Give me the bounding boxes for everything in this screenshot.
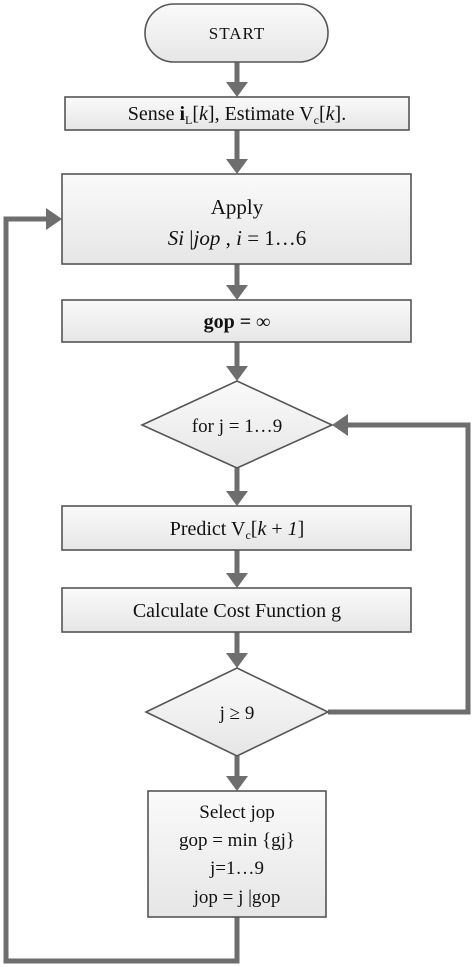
for-loop-decision xyxy=(140,380,334,469)
apply-box xyxy=(61,173,412,265)
start-label: START xyxy=(209,24,265,43)
arrowhead-predict xyxy=(226,491,248,506)
sense-label: Sense iL[k], Estimate Vc[k]. xyxy=(128,103,346,127)
connector-loop-inner xyxy=(328,422,471,715)
select-line-2: gop = min {gj} xyxy=(179,830,295,851)
condition-decision xyxy=(144,667,330,757)
arrowhead-loop-inner xyxy=(332,414,348,436)
apply-label: Apply xyxy=(211,195,264,219)
arrowhead-gop xyxy=(226,285,248,300)
select-line-3: j=1…9 xyxy=(209,858,264,879)
arrowhead-cost xyxy=(226,573,248,588)
arrowhead-select xyxy=(226,776,248,791)
predict-box xyxy=(61,505,412,551)
select-line-1: Select jop xyxy=(199,802,274,823)
arrowhead-apply xyxy=(226,159,248,174)
predict-label: Predict Vc[k + 1] xyxy=(170,518,305,542)
apply-switch-label: Si |jop , i = 1…6 xyxy=(168,226,307,250)
start-terminator xyxy=(144,3,329,63)
for-loop-label: for j = 1…9 xyxy=(192,416,282,437)
cost-box xyxy=(61,587,412,633)
connectors xyxy=(3,62,471,964)
select-line-4: jop = j |gop xyxy=(193,887,281,908)
connector-loop-outer xyxy=(3,216,240,964)
gop-init-label: gop = ∞ xyxy=(204,311,271,333)
arrowhead-condition xyxy=(226,653,248,668)
arrowhead-loop-outer xyxy=(46,208,62,230)
gop-init-box xyxy=(61,299,412,343)
condition-label: j ≥ 9 xyxy=(219,703,255,724)
arrowhead-for xyxy=(226,366,248,381)
sense-box xyxy=(64,96,410,131)
select-box xyxy=(147,790,327,918)
cost-label: Calculate Cost Function g xyxy=(133,600,341,622)
arrowhead-sense xyxy=(226,82,248,97)
